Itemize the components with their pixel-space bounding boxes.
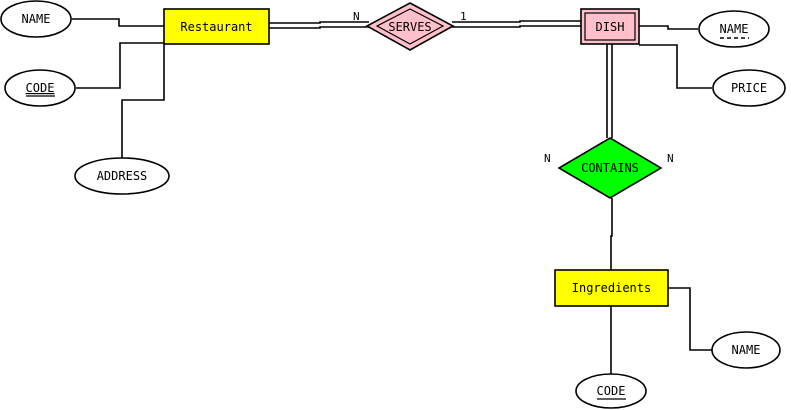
relationship-serves-label: SERVES	[388, 20, 431, 34]
relationship-serves-inner	[375, 8, 445, 45]
relationship-contains-label: CONTAINS	[581, 161, 639, 175]
attribute-dish-name-ellipse	[698, 10, 770, 48]
relationship-contains-shape	[557, 137, 663, 199]
entity-restaurant-box	[163, 8, 270, 45]
attribute-dish-name[interactable]: NAME	[698, 10, 770, 48]
attribute-restaurant-code-ellipse	[4, 69, 76, 107]
relationship-serves-outer	[365, 2, 455, 51]
attribute-restaurant-address[interactable]: ADDRESS	[74, 157, 170, 195]
entity-restaurant-label: Restaurant	[180, 20, 252, 34]
line-serves-dish-b	[452, 25, 581, 28]
entity-ingredients[interactable]: Ingredients	[554, 269, 669, 307]
line-dish-price	[639, 44, 712, 89]
entity-dish-outer-box	[580, 8, 640, 45]
line-restaurant-serves-a	[269, 21, 369, 24]
attribute-restaurant-name[interactable]: NAME	[0, 0, 72, 38]
attribute-ingredient-code-label: CODE	[597, 384, 626, 398]
line-restaurant-address	[121, 44, 165, 158]
attribute-dish-price-label: PRICE	[731, 81, 767, 95]
attribute-dish-price-ellipse	[712, 69, 786, 107]
line-restaurant-serves-b	[269, 26, 369, 29]
line-ingredient-name	[668, 287, 712, 351]
attribute-dish-price[interactable]: PRICE	[712, 69, 786, 107]
line-contains-ingredients	[610, 198, 613, 270]
cardinality-contains-right: N	[667, 152, 674, 165]
entity-dish[interactable]: DISH	[580, 8, 640, 45]
line-serves-dish-a	[452, 20, 581, 23]
attribute-ingredient-name-ellipse	[711, 331, 781, 369]
entity-ingredients-box	[554, 269, 669, 307]
cardinality-serves-restaurant: N	[353, 10, 360, 23]
attribute-restaurant-name-ellipse	[0, 0, 72, 38]
attribute-ingredient-name[interactable]: NAME	[711, 331, 781, 369]
attribute-dish-name-label: NAME	[720, 22, 749, 36]
entity-ingredients-label: Ingredients	[572, 281, 651, 295]
entity-dish-inner-box	[584, 12, 636, 41]
attribute-ingredient-code-ellipse	[575, 373, 647, 409]
attribute-ingredient-name-label: NAME	[732, 343, 761, 357]
cardinality-contains-left: N	[544, 152, 551, 165]
attribute-restaurant-name-label: NAME	[22, 12, 51, 26]
entity-dish-label: DISH	[596, 20, 625, 34]
attribute-restaurant-address-ellipse	[74, 157, 170, 195]
relationship-serves[interactable]: SERVES	[365, 2, 455, 51]
cardinality-serves-dish: 1	[460, 10, 467, 23]
line-dish-name	[639, 25, 698, 30]
attribute-restaurant-code[interactable]: CODE	[4, 69, 76, 107]
line-restaurant-name	[72, 18, 164, 27]
line-restaurant-code	[76, 42, 164, 89]
connector-lines	[72, 18, 712, 374]
attribute-restaurant-address-label: ADDRESS	[97, 169, 148, 183]
relationship-contains[interactable]: CONTAINS	[557, 137, 663, 199]
entity-restaurant[interactable]: Restaurant	[163, 8, 270, 45]
attribute-restaurant-code-label: CODE	[26, 81, 55, 95]
attribute-ingredient-code[interactable]: CODE	[575, 373, 647, 409]
